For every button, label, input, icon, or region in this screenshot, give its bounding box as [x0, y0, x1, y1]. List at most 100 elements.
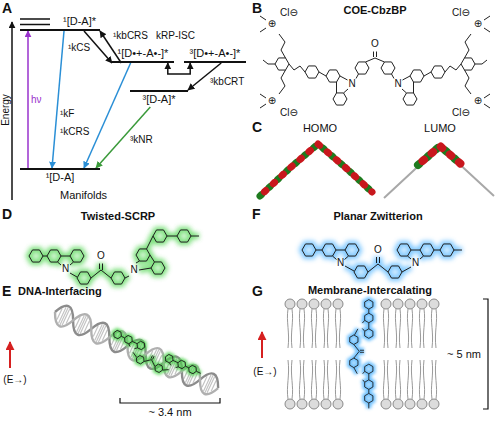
- lipid: [417, 299, 427, 348]
- state-label: ¹[D-A]*: [63, 15, 96, 28]
- energy-level: ¹[D•+-A•-]*: [112, 46, 174, 63]
- dimension-bracket: [120, 398, 220, 403]
- vibrational-levels: [20, 19, 50, 25]
- phenyl-ring: [305, 66, 319, 78]
- glow: [302, 244, 462, 278]
- lipid: [321, 299, 331, 348]
- energy-level: ³[D•+-A•-]*: [184, 46, 246, 63]
- rate-constant: ¹kbCRS: [113, 30, 148, 42]
- axis-label: Energy: [0, 94, 12, 126]
- homo-orbital: [260, 144, 372, 196]
- atom-label: N: [130, 264, 137, 276]
- glow: [107, 329, 203, 388]
- atom-label: N: [412, 257, 419, 269]
- counterion-label: Cl⊖: [452, 7, 470, 19]
- phenyl-ring: [275, 58, 289, 70]
- orbital-label: LUMO: [424, 122, 456, 135]
- panel-letter: A: [2, 0, 12, 16]
- state-label: ³[D-A]*: [143, 93, 176, 106]
- carbazole-ring: [410, 70, 424, 82]
- lipid: [405, 360, 415, 409]
- phenyl-ring: [431, 66, 445, 78]
- charge-label: ⊕: [474, 18, 482, 30]
- bond-lines: [260, 16, 377, 108]
- phenyl-ring: [355, 62, 369, 74]
- rate-constant: hν: [31, 94, 42, 106]
- glow: [29, 230, 199, 284]
- transition-arrow: [27, 31, 29, 168]
- rate-constant: kRP-ISC: [156, 30, 195, 42]
- panel-title: Planar Zwitterion: [333, 210, 422, 223]
- dimension-bracket: [483, 299, 488, 409]
- orbital-lobes: [418, 146, 462, 165]
- panel-letter: B: [252, 0, 262, 16]
- axis-caption: Manifolds: [60, 189, 107, 202]
- carbazole-ring: [326, 70, 340, 82]
- lipid: [405, 299, 415, 348]
- rate-constant: ¹kCRS: [60, 126, 89, 138]
- panel-letter: F: [252, 206, 261, 222]
- lipid: [417, 360, 427, 409]
- lipid: [429, 360, 439, 409]
- atom-label: N: [394, 78, 401, 90]
- dimension-label: ~ 3.4 nm: [148, 406, 191, 419]
- lipid: [285, 360, 295, 409]
- dna-strand: [50, 302, 222, 398]
- dna-helix: [50, 302, 222, 398]
- panel-title: Twisted-SCRP: [81, 210, 155, 223]
- lipid: [297, 299, 307, 348]
- atom-label: N: [337, 257, 344, 269]
- bond-lines: [375, 16, 490, 108]
- field-label: (E→): [3, 374, 26, 386]
- lipid: [381, 360, 391, 409]
- atom-label: O: [371, 38, 379, 50]
- lipid: [321, 360, 331, 409]
- transition-arrow: [84, 63, 131, 168]
- orbital-lobes: [260, 144, 372, 196]
- field-arrow: [261, 332, 263, 358]
- panel-letter: G: [252, 283, 263, 299]
- lipid: [333, 299, 343, 348]
- energy-axis: [11, 22, 13, 200]
- molecule-structure: [107, 329, 203, 388]
- lipid: [393, 299, 403, 348]
- atom-label: O: [374, 244, 382, 256]
- counterion-label: Cl⊖: [452, 107, 470, 119]
- molecule-structure: [302, 244, 462, 278]
- chemical-structure: [260, 16, 490, 108]
- carbazole-ring: [333, 93, 347, 105]
- molecule-structure: [350, 300, 373, 409]
- phenyl-ring: [381, 62, 395, 74]
- energy-level: ³[D-A]*: [130, 90, 188, 107]
- rate-constant: ¹kF: [60, 108, 74, 120]
- panel-letter: E: [2, 283, 11, 299]
- panel-letter: C: [252, 119, 262, 135]
- carbazole-ring: [403, 93, 417, 105]
- lipid-bilayer: [285, 299, 439, 409]
- lipid: [429, 299, 439, 348]
- lumo-orbital: [384, 146, 494, 198]
- lipid: [393, 360, 403, 409]
- orbital-lobes: [260, 144, 372, 196]
- transition-arrow: [168, 63, 190, 74]
- transition-arrow: [52, 31, 64, 168]
- molecule-skeleton: [260, 144, 372, 196]
- dimension-label: ~ 5 nm: [447, 348, 481, 361]
- counterion-label: Cl⊖: [280, 107, 298, 119]
- dna-strand: [50, 302, 222, 398]
- panel-title: COE-CbzBP: [344, 4, 407, 17]
- lipid: [297, 360, 307, 409]
- rate-constant: ³kbCRT: [210, 76, 244, 88]
- rate-constant: ¹kCS: [68, 42, 90, 54]
- atom-label: N: [62, 263, 69, 275]
- orbital-label: HOMO: [303, 122, 337, 135]
- field-label: (E→): [253, 366, 276, 378]
- lipid: [309, 299, 319, 348]
- state-label: ³[D•+-A•-]*: [190, 47, 241, 60]
- panel-title: Membrane-Intercalating: [308, 284, 432, 297]
